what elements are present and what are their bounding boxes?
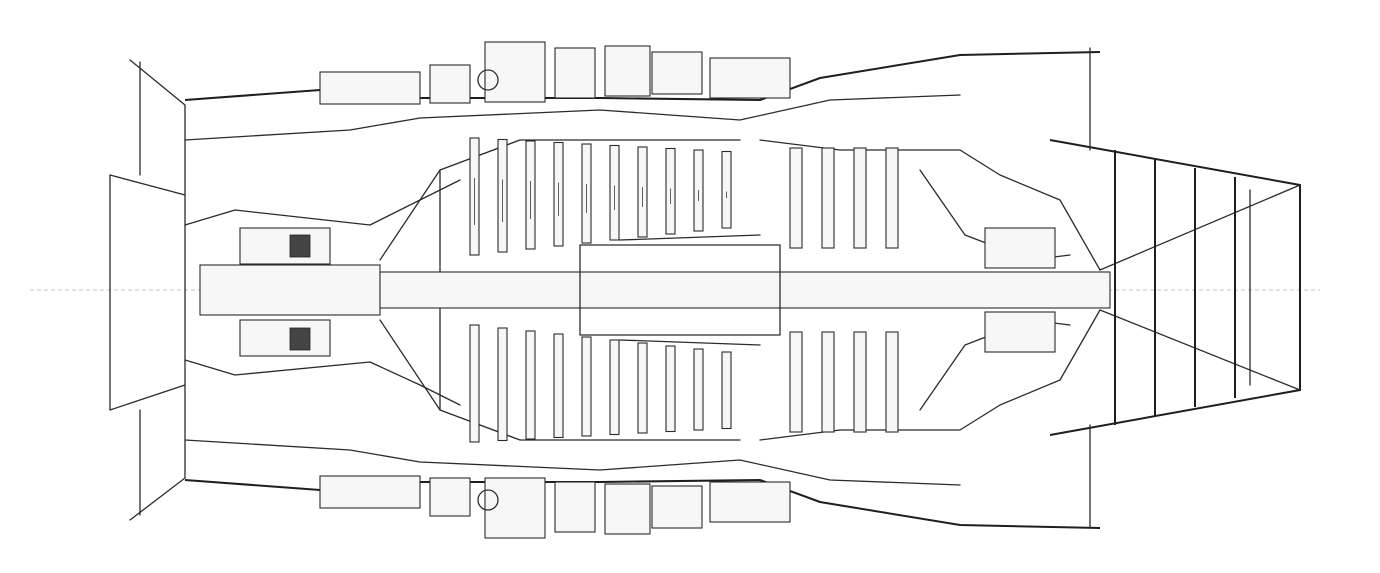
compressor-blade-lower <box>665 345 676 433</box>
compressor-blade-lower <box>469 324 480 443</box>
compressor-blade-lower <box>553 333 564 439</box>
turbine-blade-lower <box>821 331 835 433</box>
compressor-blade-lower <box>693 348 704 431</box>
compressor-blade-lower <box>637 342 648 434</box>
compressor-blade-lower <box>525 330 536 440</box>
turbine-blade-upper <box>853 147 867 249</box>
compressor-blade-lower <box>609 339 620 436</box>
accessory-units <box>319 41 791 539</box>
turbine-blade-upper <box>789 147 803 249</box>
compressor-blade-lower <box>581 336 592 437</box>
compressor-blade-lower <box>721 351 732 430</box>
exhaust-rings <box>1114 150 1236 425</box>
main-shaft <box>379 234 1111 346</box>
compressor-blade-lower <box>497 327 508 442</box>
turbine-blade-upper <box>885 147 899 249</box>
turbine-blade-upper <box>821 147 835 249</box>
exhaust-nozzle <box>1049 47 1301 529</box>
turbine-blade-lower <box>885 331 899 433</box>
compressor-blade-upper <box>721 150 732 229</box>
compressor-blades <box>469 137 732 443</box>
inlet-duct <box>109 59 186 521</box>
turbine-blade-lower <box>789 331 803 433</box>
turbine-blade-lower <box>853 331 867 433</box>
turbine-blades <box>789 147 899 433</box>
